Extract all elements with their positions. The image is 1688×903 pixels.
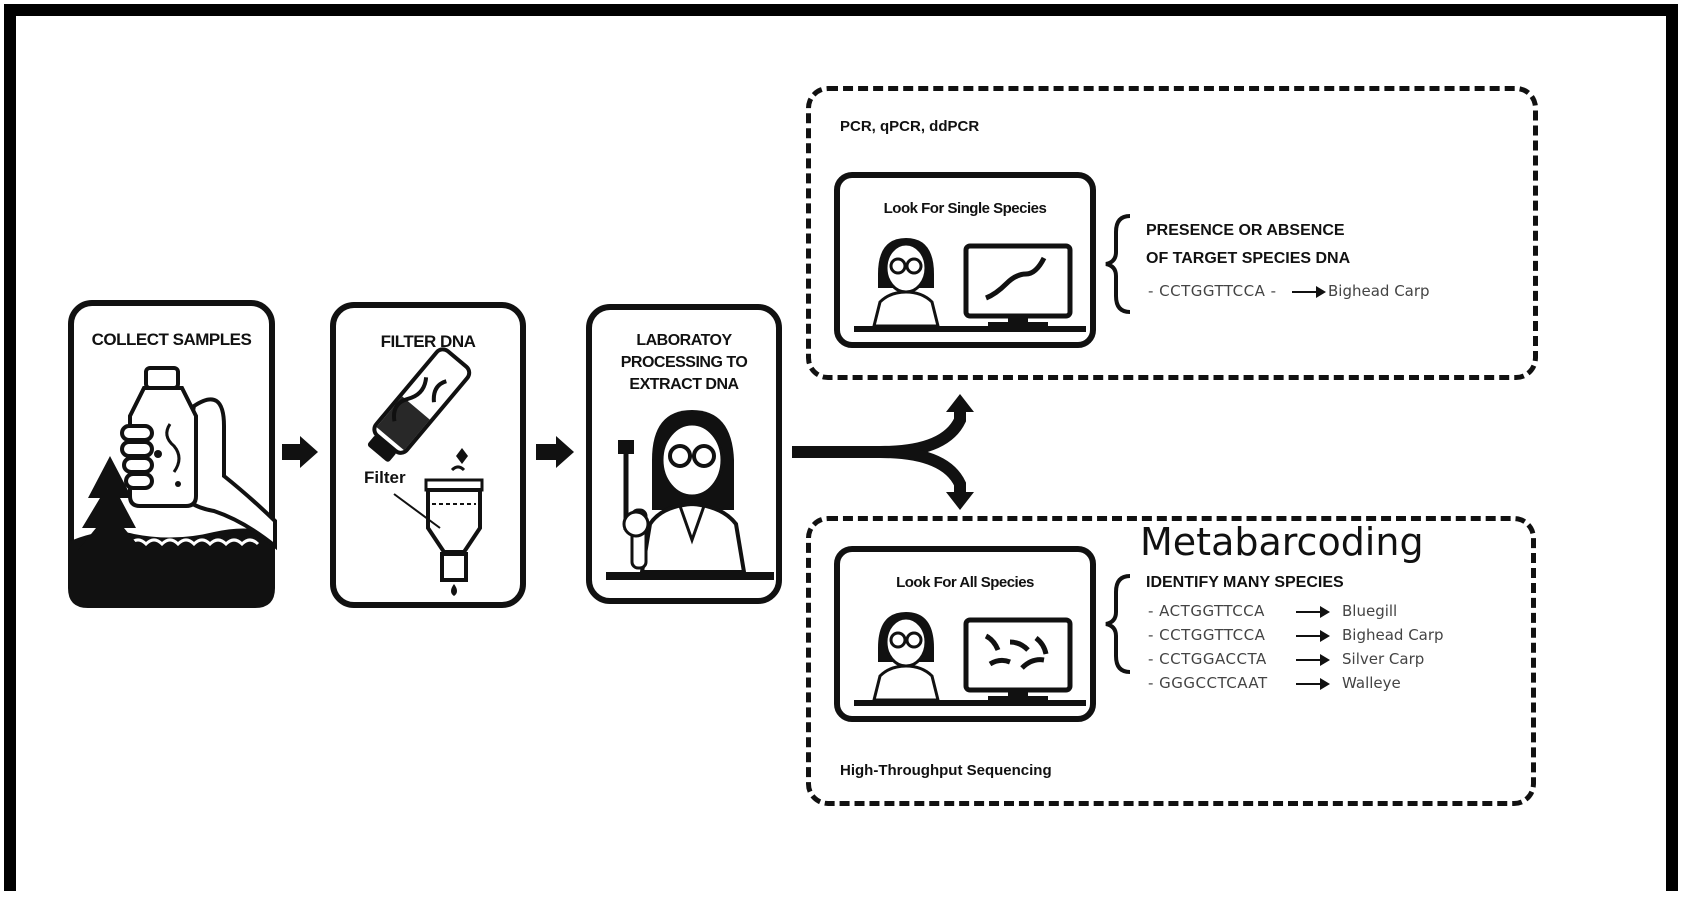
bottom-seq-3: - CCTGGACCTA — [1148, 650, 1267, 668]
hts-method-label: High-Throughput Sequencing — [840, 762, 1052, 779]
bottom-seq-2: - CCTGGTTCCA — [1148, 626, 1266, 644]
top-species: Bighead Carp — [1328, 282, 1430, 300]
outer-frame — [4, 4, 1678, 891]
presence-absence-line2: OF TARGET SPECIES DNA — [1146, 250, 1351, 267]
metabarcoding-heading: Metabarcoding — [1140, 520, 1424, 564]
single-species-title: Look For Single Species — [883, 200, 1047, 217]
collect-samples-title: COLLECT SAMPLES — [91, 330, 252, 349]
lab-title-line2: PROCESSING TO — [620, 354, 748, 371]
bottom-species-3: Silver Carp — [1342, 650, 1425, 668]
collect-samples-illustration — [68, 366, 277, 608]
filter-label: Filter — [364, 468, 406, 487]
single-species-illustration — [854, 238, 1086, 332]
targeted-method-label: PCR, qPCR, ddPCR — [840, 118, 980, 135]
bottom-species-2: Bighead Carp — [1342, 626, 1444, 644]
all-species-illustration — [854, 612, 1086, 706]
identify-many-species: IDENTIFY MANY SPECIES — [1146, 574, 1344, 591]
all-species-title: Look For All Species — [896, 574, 1034, 591]
lab-title-line3: EXTRACT DNA — [629, 376, 739, 393]
presence-absence-line1: PRESENCE OR ABSENCE — [1146, 222, 1345, 239]
metabarcoding-panel — [806, 516, 1536, 806]
bottom-seq-4: - GGGCCTCAAT — [1148, 674, 1268, 692]
all-species-card: Look For All Species — [834, 546, 1096, 722]
bottom-seq-1: - ACTGGTTCCA — [1148, 602, 1265, 620]
targeted-panel — [806, 86, 1538, 380]
lab-processing-box: LABORATOY PROCESSING TO EXTRACT DNA — [586, 304, 782, 604]
filter-dna-title: FILTER DNA — [380, 332, 476, 351]
bottom-species-4: Walleye — [1342, 674, 1401, 692]
scientist-illustration — [606, 410, 774, 580]
filter-dna-illustration — [367, 347, 484, 596]
top-sequence: - CCTGGTTCCA - — [1148, 282, 1277, 300]
lab-title-line1: LABORATOY — [636, 332, 732, 349]
filter-dna-box: FILTER DNA Filter — [330, 302, 526, 608]
single-species-card: Look For Single Species — [834, 172, 1096, 348]
bottom-species-1: Bluegill — [1342, 602, 1398, 620]
collect-samples-box: COLLECT SAMPLES — [68, 300, 277, 608]
